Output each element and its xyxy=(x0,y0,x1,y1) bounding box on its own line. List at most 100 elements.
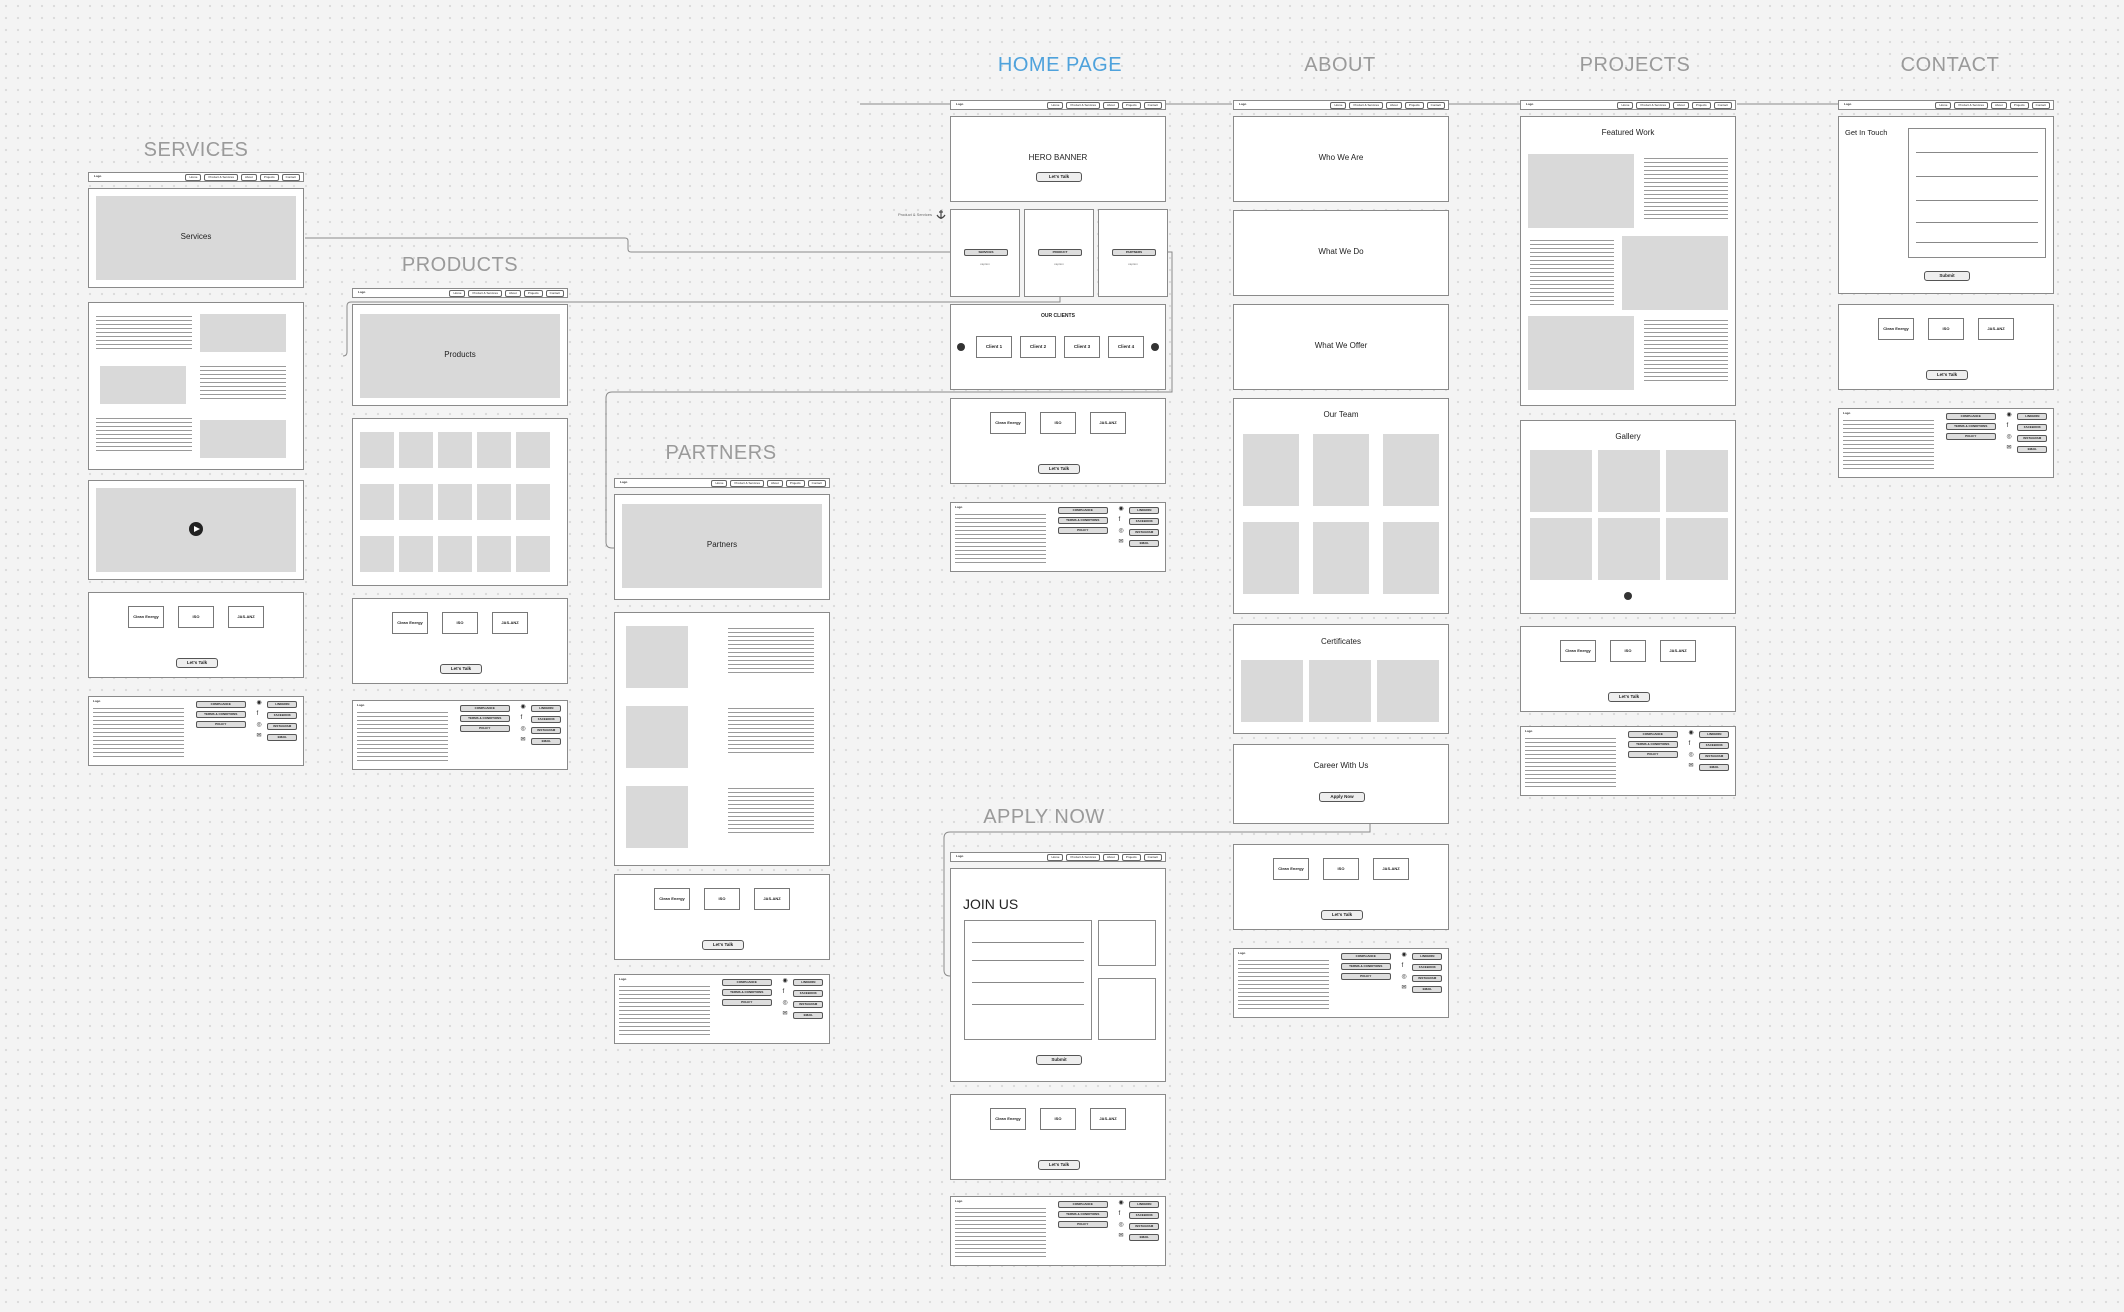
nav-item-3[interactable]: Projects xyxy=(1121,102,1141,109)
nav-item-2[interactable]: About xyxy=(1672,102,1689,109)
footer-link-1[interactable]: TERMS & CONDITIONS xyxy=(460,715,510,722)
footer-social-3[interactable]: EMAIL xyxy=(1129,540,1160,547)
footer-logo[interactable]: Logo xyxy=(93,699,101,703)
tile-button-1[interactable]: PRODUCT xyxy=(1038,249,1082,256)
tile-button-0[interactable]: SERVICES xyxy=(964,249,1008,256)
nav-item-1[interactable]: Product & Services xyxy=(1066,102,1100,109)
nav-item-2[interactable]: About xyxy=(1385,102,1402,109)
footer-link-1[interactable]: TERMS & CONDITIONS xyxy=(1058,1211,1108,1218)
form-field-line[interactable] xyxy=(1916,152,2038,153)
nav-item-4[interactable]: Contact xyxy=(1713,102,1732,109)
footer-social-3[interactable]: EMAIL xyxy=(793,1012,824,1019)
footer-social-0[interactable]: LINKEDIN xyxy=(267,701,298,708)
footer-link-1[interactable]: TERMS & CONDITIONS xyxy=(722,989,772,996)
footer-social-0[interactable]: LINKEDIN xyxy=(531,705,562,712)
form-field-line[interactable] xyxy=(972,982,1084,983)
footer-logo[interactable]: Logo xyxy=(1238,951,1246,955)
footer-social-1[interactable]: FACEBOOK xyxy=(2017,424,2048,431)
nav-item-3[interactable]: Projects xyxy=(785,480,805,487)
lets-talk-button[interactable]: Let's Talk xyxy=(1038,1160,1080,1170)
footer-link-0[interactable]: COMPLIANCE xyxy=(1946,413,1996,420)
nav-item-4[interactable]: Contact xyxy=(1426,102,1445,109)
footer-social-2[interactable]: INSTAGRAM xyxy=(793,1001,824,1008)
nav-item-0[interactable]: Home xyxy=(1047,854,1064,861)
form-field-line[interactable] xyxy=(1916,200,2038,201)
carousel-next-icon[interactable] xyxy=(1151,343,1159,351)
footer-logo[interactable]: Logo xyxy=(1525,729,1533,733)
tile-button-2[interactable]: PARTNERS xyxy=(1112,249,1156,256)
hero-cta-button[interactable]: Let's Talk xyxy=(1036,172,1082,182)
footer-logo[interactable]: Logo xyxy=(1843,411,1851,415)
nav-item-0[interactable]: Home xyxy=(449,290,466,297)
footer-link-0[interactable]: COMPLIANCE xyxy=(196,701,246,708)
nav-logo[interactable]: Logo xyxy=(1844,102,1852,106)
nav-item-3[interactable]: Projects xyxy=(1121,854,1141,861)
nav-logo[interactable]: Logo xyxy=(358,290,366,294)
footer-link-0[interactable]: COMPLIANCE xyxy=(460,705,510,712)
nav-item-2[interactable]: About xyxy=(1102,854,1119,861)
lets-talk-button[interactable]: Let's Talk xyxy=(1321,910,1363,920)
form-field-line[interactable] xyxy=(1916,176,2038,177)
footer-link-0[interactable]: COMPLIANCE xyxy=(1058,507,1108,514)
footer-logo[interactable]: Logo xyxy=(955,1199,963,1203)
form-field-line[interactable] xyxy=(972,942,1084,943)
lets-talk-button[interactable]: Let's Talk xyxy=(176,658,218,668)
footer-link-1[interactable]: TERMS & CONDITIONS xyxy=(1341,963,1391,970)
footer-link-0[interactable]: COMPLIANCE xyxy=(1628,731,1678,738)
footer-social-1[interactable]: FACEBOOK xyxy=(793,990,824,997)
nav-item-4[interactable]: Contact xyxy=(2031,102,2050,109)
nav-item-1[interactable]: Product & Services xyxy=(1066,854,1100,861)
footer-social-0[interactable]: LINKEDIN xyxy=(2017,413,2048,420)
footer-social-3[interactable]: EMAIL xyxy=(531,738,562,745)
nav-logo[interactable]: Logo xyxy=(620,480,628,484)
footer-social-1[interactable]: FACEBOOK xyxy=(1129,518,1160,525)
footer-link-2[interactable]: POLICY xyxy=(460,725,510,732)
form-field-line[interactable] xyxy=(1916,242,2038,243)
gallery-more-icon[interactable] xyxy=(1624,592,1632,600)
footer-link-2[interactable]: POLICY xyxy=(1058,527,1108,534)
footer-social-0[interactable]: LINKEDIN xyxy=(1129,507,1160,514)
nav-item-0[interactable]: Home xyxy=(185,174,202,181)
footer-link-2[interactable]: POLICY xyxy=(196,721,246,728)
footer-logo[interactable]: Logo xyxy=(619,977,627,981)
nav-logo[interactable]: Logo xyxy=(1239,102,1247,106)
footer-link-2[interactable]: POLICY xyxy=(1946,433,1996,440)
footer-link-1[interactable]: TERMS & CONDITIONS xyxy=(196,711,246,718)
footer-social-0[interactable]: LINKEDIN xyxy=(1129,1201,1160,1208)
nav-item-0[interactable]: Home xyxy=(1330,102,1347,109)
nav-logo[interactable]: Logo xyxy=(956,854,964,858)
nav-item-1[interactable]: Product & Services xyxy=(1954,102,1988,109)
footer-social-2[interactable]: INSTAGRAM xyxy=(1129,529,1160,536)
footer-link-1[interactable]: TERMS & CONDITIONS xyxy=(1628,741,1678,748)
footer-social-3[interactable]: EMAIL xyxy=(1699,764,1730,771)
footer-social-1[interactable]: FACEBOOK xyxy=(1129,1212,1160,1219)
nav-item-3[interactable]: Projects xyxy=(2009,102,2029,109)
nav-item-1[interactable]: Product & Services xyxy=(468,290,502,297)
lets-talk-button[interactable]: Let's Talk xyxy=(1608,692,1650,702)
footer-social-3[interactable]: EMAIL xyxy=(1129,1234,1160,1241)
footer-social-0[interactable]: LINKEDIN xyxy=(1412,953,1443,960)
nav-logo[interactable]: Logo xyxy=(1526,102,1534,106)
nav-logo[interactable]: Logo xyxy=(956,102,964,106)
footer-social-3[interactable]: EMAIL xyxy=(2017,446,2048,453)
nav-item-1[interactable]: Product & Services xyxy=(204,174,238,181)
lets-talk-button[interactable]: Let's Talk xyxy=(1038,464,1080,474)
apply-submit-button[interactable]: Submit xyxy=(1036,1055,1082,1065)
footer-social-1[interactable]: FACEBOOK xyxy=(1699,742,1730,749)
lets-talk-button[interactable]: Let's Talk xyxy=(440,664,482,674)
form-field-line[interactable] xyxy=(1916,222,2038,223)
nav-item-2[interactable]: About xyxy=(240,174,257,181)
nav-item-2[interactable]: About xyxy=(504,290,521,297)
footer-link-2[interactable]: POLICY xyxy=(1341,973,1391,980)
footer-social-2[interactable]: INSTAGRAM xyxy=(1412,975,1443,982)
footer-link-1[interactable]: TERMS & CONDITIONS xyxy=(1946,423,1996,430)
footer-social-2[interactable]: INSTAGRAM xyxy=(531,727,562,734)
footer-social-1[interactable]: FACEBOOK xyxy=(267,712,298,719)
contact-submit-button[interactable]: Submit xyxy=(1924,271,1970,281)
nav-item-4[interactable]: Contact xyxy=(545,290,564,297)
nav-item-4[interactable]: Contact xyxy=(1143,854,1162,861)
nav-item-4[interactable]: Contact xyxy=(807,480,826,487)
footer-link-1[interactable]: TERMS & CONDITIONS xyxy=(1058,517,1108,524)
footer-social-2[interactable]: INSTAGRAM xyxy=(2017,435,2048,442)
footer-social-0[interactable]: LINKEDIN xyxy=(1699,731,1730,738)
